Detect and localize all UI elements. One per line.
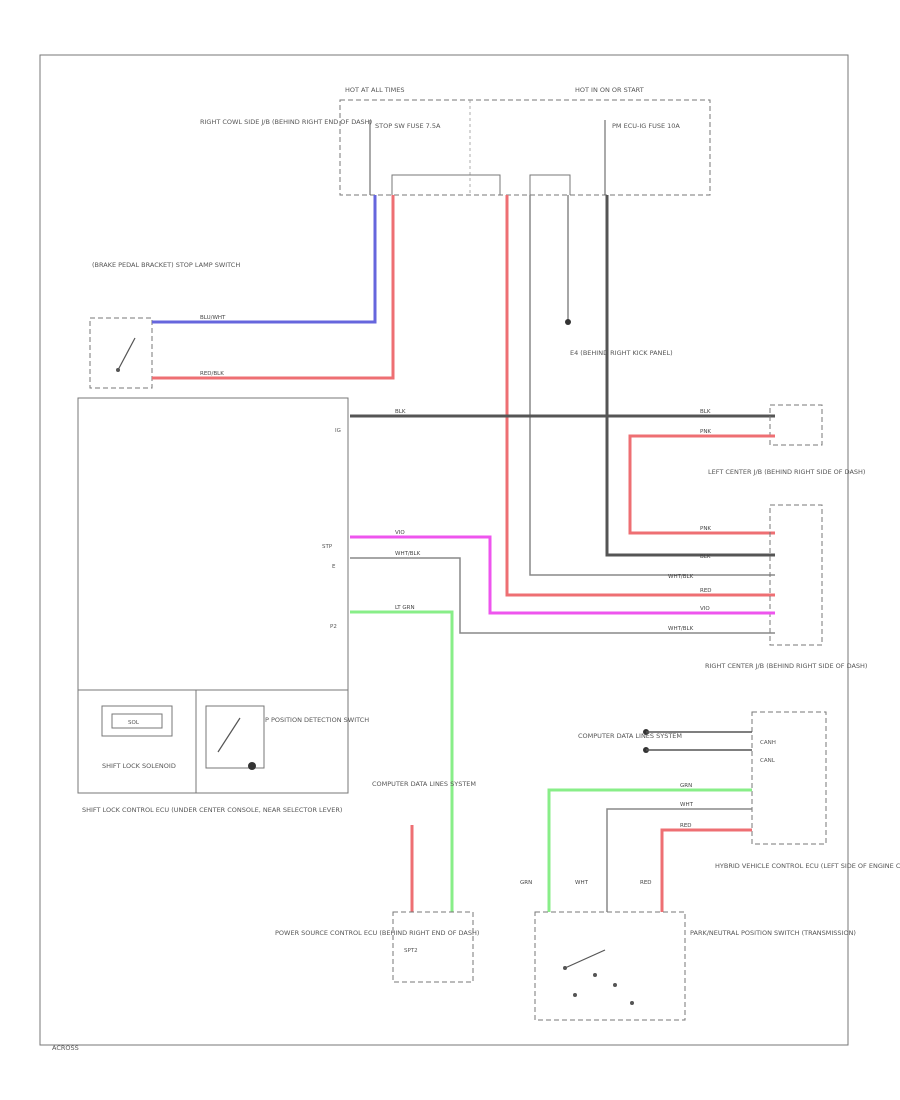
right-center-jb	[751, 711, 827, 845]
hot-in-on-label: HOT IN ON OR START	[575, 86, 644, 94]
diagram-code: ACROSS	[52, 1044, 79, 1052]
wire-label-wht-2: WHT	[575, 880, 589, 886]
ecu-pin-p2: P2	[330, 624, 337, 630]
wire-label-wht: WHT	[680, 802, 694, 808]
wire-red	[505, 195, 775, 597]
ground-e4-label: E4 (BEHIND RIGHT KICK PANEL)	[570, 349, 673, 357]
wire-label-grn: GRN	[680, 783, 692, 789]
p-position-switch	[205, 705, 265, 769]
right-center-jb-label: RIGHT CENTER J/B (BEHIND RIGHT SIDE OF D…	[705, 662, 867, 670]
diagram-frame	[39, 54, 849, 1046]
solenoid-body-label: SOL	[128, 720, 140, 726]
wire-label-blk-2: BLK	[700, 554, 711, 560]
data-lines-label-2: COMPUTER DATA LINES SYSTEM	[372, 780, 476, 788]
wire-label-wht-blk-3: WHT/BLK	[668, 626, 694, 632]
wire-vio	[350, 535, 775, 615]
stop-sw-fuse-label: STOP SW FUSE 7.5A	[375, 122, 441, 130]
power-source-ecu	[392, 911, 474, 983]
stop-lamp-switch	[89, 317, 153, 389]
hybrid-ecu-label: HYBRID VEHICLE CONTROL ECU (LEFT SIDE OF…	[715, 862, 900, 870]
left-center-jb-label: LEFT CENTER J/B (BEHIND RIGHT SIDE OF DA…	[708, 468, 865, 476]
wire-label-vio-2: VIO	[700, 606, 710, 612]
wire-label-blu-wht: BLU/WHT	[200, 315, 226, 321]
pm-ecu-fuse-label: PM ECU-IG FUSE 10A	[612, 122, 680, 130]
wire-label-red-blk: RED/BLK	[200, 371, 224, 377]
wire-label-blk-ig-2: BLK	[700, 409, 711, 415]
right-cowl-jb	[339, 99, 711, 196]
wire-blu-wht	[152, 195, 377, 324]
ecu-pin-stp: STP	[322, 544, 333, 550]
ecu-pin-e: E	[332, 564, 336, 570]
shift-lock-ecu	[77, 397, 349, 794]
wire-blk-2	[605, 195, 775, 557]
wire-wht	[606, 808, 752, 912]
wire-label-grn-2: GRN	[520, 880, 532, 886]
ground-e4-icon	[565, 319, 571, 325]
can-l-label: CANL	[760, 758, 776, 764]
shift-lock-solenoid	[101, 705, 173, 737]
park-neutral-switch	[534, 911, 686, 1021]
wire-red-blk	[152, 195, 395, 380]
ecu-pin-ig: IG	[335, 428, 341, 434]
right-cowl-jb-label: RIGHT COWL SIDE J/B (BEHIND RIGHT END OF…	[200, 118, 372, 126]
can-h-label: CANH	[760, 740, 776, 746]
wire-label-blk-ig: BLK	[395, 409, 406, 415]
data-lines-label-1: COMPUTER DATA LINES SYSTEM	[578, 732, 682, 740]
wire-label-red-2: RED	[680, 823, 692, 829]
stop-lamp-switch-label: (BRAKE PEDAL BRACKET) STOP LAMP SWITCH	[92, 261, 240, 269]
wire-label-lt-grn: LT GRN	[395, 605, 415, 611]
wire-label-pnk: PNK	[700, 429, 711, 435]
wire-label-vio: VIO	[395, 530, 405, 536]
wire-label-wht-blk-1: WHT/BLK	[668, 574, 694, 580]
wire-red-2	[660, 828, 752, 912]
wire-grn	[547, 788, 752, 912]
hot-all-times-label: HOT AT ALL TIMES	[345, 86, 405, 94]
wire-label-pnk-2: PNK	[700, 526, 711, 532]
power-source-ecu-label: POWER SOURCE CONTROL ECU (BEHIND RIGHT E…	[275, 929, 479, 937]
wire-wht-blk-1	[529, 195, 775, 576]
p-position-switch-label: P POSITION DETECTION SWITCH	[265, 716, 369, 724]
wire-wht-blk-2	[350, 557, 775, 634]
left-center-jb	[769, 504, 823, 646]
power-ecu-body-label: SPT2	[404, 948, 418, 954]
wire-label-red-3: RED	[640, 880, 652, 886]
wire-label-wht-blk-2: WHT/BLK	[395, 551, 421, 557]
park-neutral-switch-label: PARK/NEUTRAL POSITION SWITCH (TRANSMISSI…	[690, 929, 856, 937]
wire-lt-grn	[350, 610, 454, 912]
left-center-jb-top	[769, 404, 823, 446]
wire-pnk	[628, 434, 775, 535]
shift-lock-solenoid-label: SHIFT LOCK SOLENOID	[102, 762, 176, 770]
wire-label-red: RED	[700, 588, 712, 594]
shift-lock-ecu-label: SHIFT LOCK CONTROL ECU (UNDER CENTER CON…	[82, 806, 342, 814]
